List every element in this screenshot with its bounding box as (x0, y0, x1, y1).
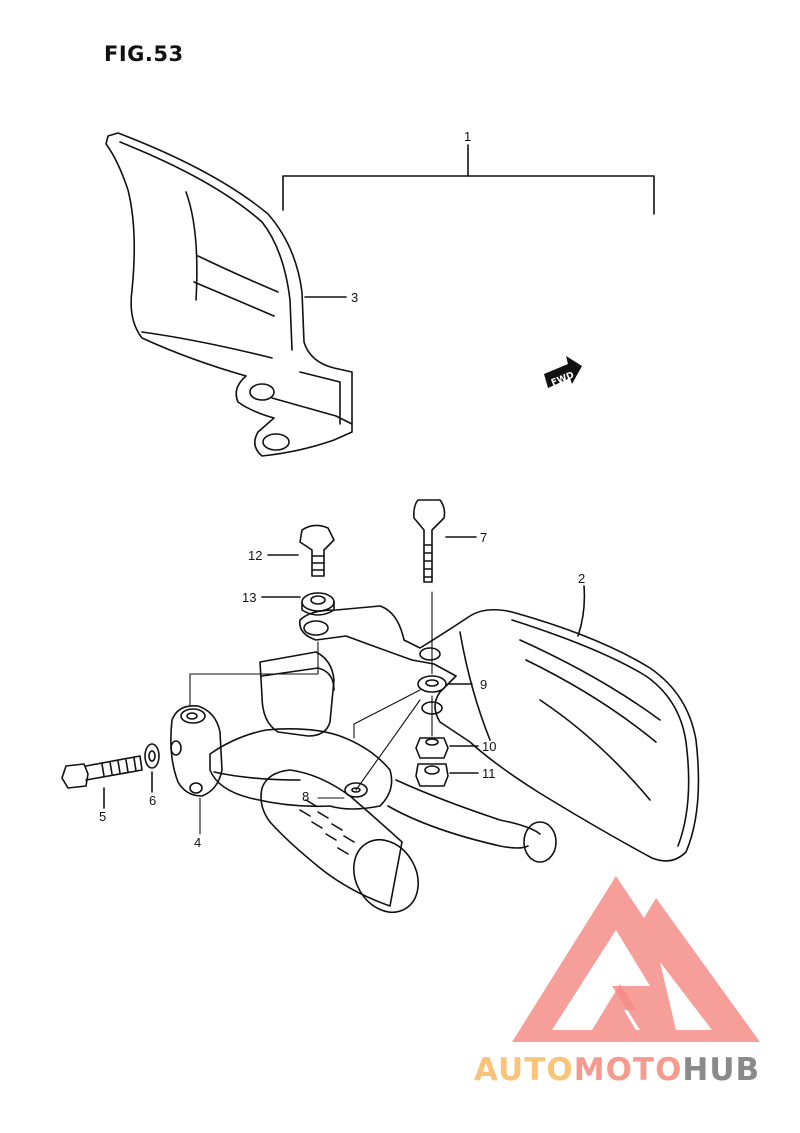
callout-2: 2 (578, 571, 586, 586)
callout-3: 3 (351, 290, 359, 305)
grip (260, 769, 419, 913)
assembly-bracket (282, 144, 655, 215)
callout-7: 7 (480, 530, 488, 545)
automotohub-logo-icon (512, 876, 760, 1042)
callout-13: 13 (242, 590, 257, 605)
callout-10: 10 (482, 739, 497, 754)
figure-title: FIG.53 (104, 42, 184, 66)
callout-11: 11 (482, 766, 496, 781)
callout-8: 8 (302, 789, 310, 804)
bolt-5 (61, 755, 143, 809)
washer-6 (144, 743, 160, 793)
callout-9: 9 (480, 677, 488, 692)
nut-11 (415, 763, 479, 787)
watermark-hub: HUB (682, 1052, 761, 1088)
callout-12: 12 (248, 548, 263, 563)
watermark-moto: MOTO (573, 1052, 683, 1088)
lever-holder-4 (170, 651, 557, 863)
washer-13 (261, 592, 335, 616)
bolt-12 (267, 524, 335, 577)
automotohub-watermark: AUTOMOTOHUB (474, 1052, 760, 1088)
callout-4: 4 (194, 835, 202, 850)
bolt-7 (413, 499, 477, 583)
watermark-auto: AUTO (474, 1052, 574, 1088)
nut-10 (415, 737, 479, 759)
washer-9 (417, 675, 473, 693)
hand-guard-upper (105, 132, 353, 457)
callout-6: 6 (149, 793, 157, 808)
center-lines (189, 591, 433, 835)
callout-5: 5 (99, 809, 107, 824)
callout-1: 1 (464, 129, 472, 144)
hand-guard-lower (299, 585, 700, 862)
forward-direction-icon: FWD (544, 356, 582, 389)
